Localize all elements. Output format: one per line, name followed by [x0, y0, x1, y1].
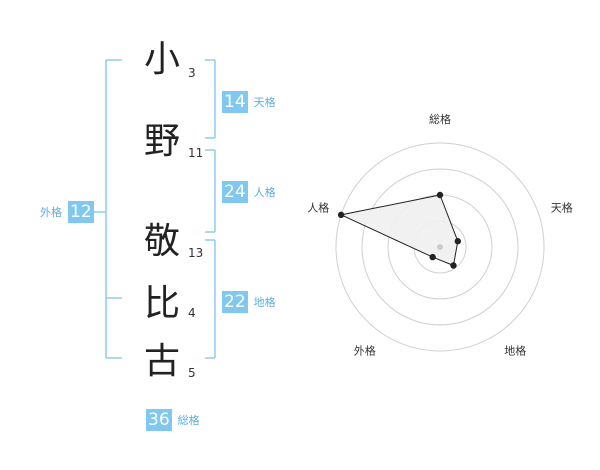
gaikaku-label: 外格 [40, 206, 62, 219]
radar-center-dot [437, 244, 443, 250]
radar-point-2 [454, 238, 462, 245]
soukaku-value: 36 [146, 409, 172, 431]
stroke-count-3: 13 [188, 246, 204, 260]
radar-axis-label-5: 人格 [307, 200, 329, 214]
stroke-count-4: 4 [188, 306, 196, 320]
radar-points [337, 191, 462, 269]
radar-polygon [339, 194, 459, 267]
gaikaku-badge: 外格 12 [40, 201, 94, 223]
radar-axis-label-2: 天格 [551, 200, 573, 214]
name-char-1: 小 [143, 39, 180, 80]
jinkaku-value: 24 [222, 181, 248, 203]
stroke-count-5: 5 [188, 366, 196, 380]
chikaku-value: 22 [222, 291, 248, 313]
radar-point-4 [429, 253, 436, 261]
jinkaku-label: 人格 [253, 186, 276, 199]
radar-axis-label-4: 外格 [354, 344, 376, 358]
jinkaku-badge: 24 人格 [222, 181, 276, 203]
radar-axis-label-1: 総格 [429, 112, 451, 126]
radar-point-3 [450, 262, 457, 269]
radar-ring-4 [335, 142, 545, 352]
radar-axis-label-3: 地格 [504, 344, 526, 358]
stroke-count-1: 3 [188, 66, 196, 80]
stroke-count-2: 11 [188, 146, 204, 160]
radar-point-5 [337, 211, 345, 219]
name-char-3: 敬 [143, 221, 180, 262]
gaikaku-value: 12 [68, 201, 94, 223]
name-char-5: 古 [143, 341, 180, 382]
chikaku-label: 地格 [253, 296, 276, 309]
name-char-2: 野 [143, 121, 180, 162]
tenkaku-badge: 14 天格 [222, 91, 276, 113]
chikaku-badge: 22 地格 [222, 291, 276, 313]
tenkaku-value: 14 [222, 91, 248, 113]
tenkaku-label: 天格 [253, 96, 276, 109]
soukaku-label: 総格 [177, 414, 200, 427]
radar-ring-3 [361, 168, 519, 326]
name-char-4: 比 [143, 283, 180, 324]
radar-point-1 [436, 191, 444, 199]
soukaku-badge: 36 総格 [146, 409, 200, 431]
